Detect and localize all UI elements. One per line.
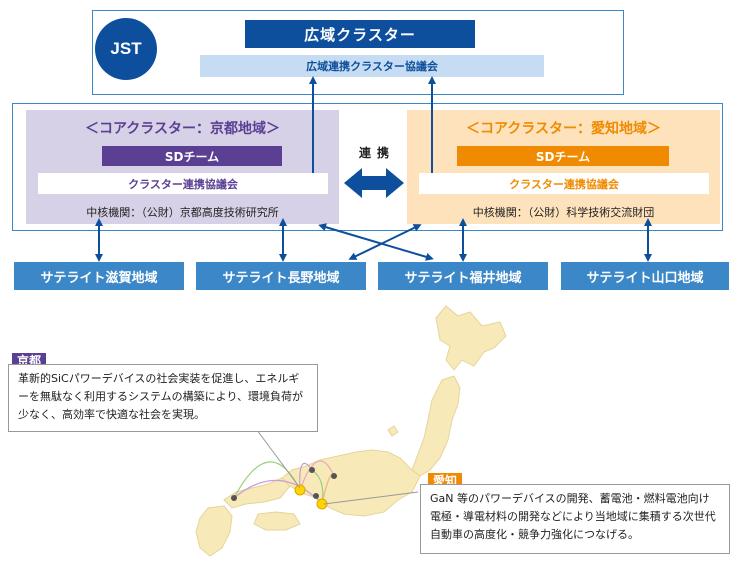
kyoto-core-title: ＜コアクラスター：京都地域＞: [84, 121, 281, 137]
renkei-double-arrow: [344, 168, 404, 198]
aichi-leader-line: [323, 491, 419, 505]
satellite-nagano: サテライト長野地域: [196, 262, 366, 290]
kyoto-sd-team: SDチーム: [102, 146, 282, 166]
jst-logo: JST: [95, 18, 157, 80]
wide-cluster-council: 広域連携クラスター協議会: [200, 55, 544, 77]
kyoto-callout-text: 革新的SiCパワーデバイスの社会実装を促進し、エネルギーを無駄なく利用するシステ…: [18, 372, 304, 421]
fukui-point: [309, 467, 315, 473]
kyoto-cluster-council: クラスター連携協議会: [38, 173, 328, 194]
yamaguchi-point: [231, 495, 237, 501]
nagano-point: [331, 473, 337, 479]
satellite-fukui: サテライト福井地域: [378, 262, 548, 290]
aichi-core-title: ＜コアクラスター：愛知地域＞: [465, 121, 662, 137]
arrow-aichi-nagano-cross: [348, 224, 422, 260]
japan-map: [195, 305, 507, 557]
aichi-callout-text: GaN 等のパワーデバイスの開発、蓄電池・燃料電池向け電極・導電材料の開発などに…: [430, 492, 716, 541]
wide-cluster-title: 広域クラスター: [245, 20, 475, 48]
aichi-callout: GaN 等のパワーデバイスの開発、蓄電池・燃料電池向け電極・導電材料の開発などに…: [420, 484, 730, 554]
kyoto-callout: 革新的SiCパワーデバイスの社会実装を促進し、エネルギーを無駄なく利用するシステ…: [8, 364, 318, 432]
arrow-kyoto-fukui-cross: [318, 223, 434, 261]
kyoto-core-panel: ＜コアクラスター：京都地域＞ SDチーム クラスター連携協議会 中核機関：（公財…: [26, 110, 339, 224]
aichi-core-org: 中核機関：（公財）科学技術交流財団: [472, 206, 655, 219]
jst-label: JST: [110, 39, 142, 58]
shiga-point: [313, 493, 319, 499]
satellite-yamaguchi: サテライト山口地域: [561, 262, 729, 290]
kyoto-point: [294, 484, 306, 496]
aichi-sd-team: SDチーム: [457, 146, 669, 166]
renkei-label: 連携: [358, 146, 395, 160]
aichi-core-panel: ＜コアクラスター：愛知地域＞ SDチーム クラスター連携協議会 中核機関：（公財…: [407, 110, 720, 224]
aichi-cluster-council: クラスター連携協議会: [419, 173, 709, 194]
kyoto-core-org: 中核機関：（公財）京都高度技術研究所: [86, 206, 279, 219]
satellite-shiga: サテライト滋賀地域: [14, 262, 184, 290]
